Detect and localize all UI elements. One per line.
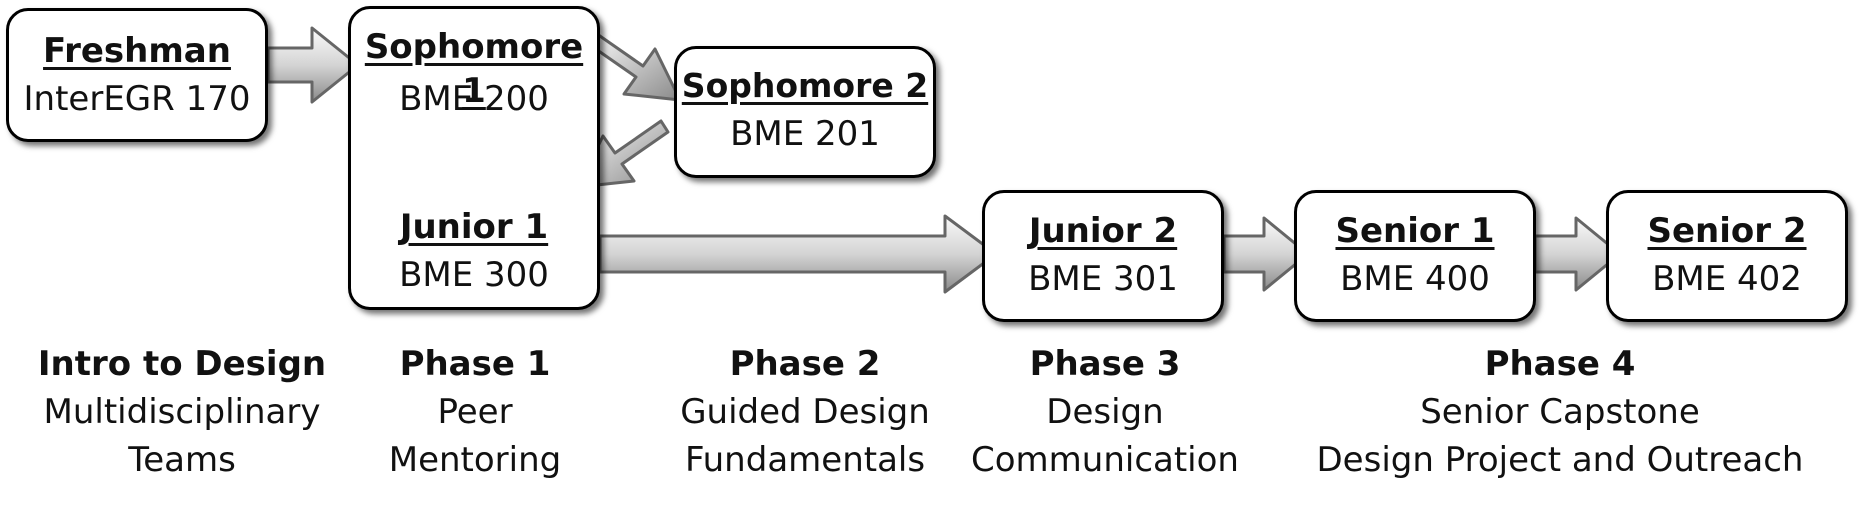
phase-heading: Intro to Design: [37, 344, 327, 384]
course-box-sophomore1-junior1: Sophomore 1 BME 200 Junior 1 BME 300: [348, 6, 600, 310]
phase-line: Design Project and Outreach: [1316, 440, 1804, 480]
course-box-sophomore2: Sophomore 2 BME 201: [674, 46, 936, 178]
phase-heading: Phase 4: [1484, 344, 1636, 384]
phase-label-2: Phase 2 Guided Design Fundamentals: [660, 340, 950, 484]
course-code: BME 402: [1652, 259, 1802, 299]
arrow-freshman-to-sophomore1: [266, 26, 360, 104]
course-title: Freshman: [43, 31, 231, 71]
phase-label-intro: Intro to Design Multidisciplinary Teams: [22, 340, 342, 484]
phase-heading: Phase 3: [1029, 344, 1181, 384]
phase-heading: Phase 2: [729, 344, 881, 384]
course-code-junior1: BME 300: [399, 255, 549, 295]
phase-line: Peer: [437, 392, 513, 432]
course-box-freshman: Freshman InterEGR 170: [6, 8, 268, 142]
course-title: Sophomore 2: [681, 66, 929, 105]
course-title-sophomore1: Sophomore 1: [364, 27, 584, 111]
phase-line: Multidisciplinary: [43, 392, 321, 432]
course-code: BME 301: [1028, 259, 1178, 299]
phase-line: Communication: [971, 440, 1239, 480]
course-title: Senior 1: [1335, 211, 1495, 251]
phase-line: Senior Capstone: [1420, 392, 1700, 432]
phase-label-1: Phase 1 Peer Mentoring: [370, 340, 580, 484]
phase-line: Teams: [128, 440, 236, 480]
phase-line: Mentoring: [388, 440, 562, 480]
phase-line: Fundamentals: [684, 440, 926, 480]
phase-line: Design: [1046, 392, 1164, 432]
course-title: Senior 2: [1647, 211, 1807, 251]
phase-label-3: Phase 3 Design Communication: [960, 340, 1250, 484]
course-code: InterEGR 170: [23, 79, 251, 119]
arrow-junior1-to-junior2: [598, 214, 998, 294]
arrow-senior1-to-senior2: [1533, 216, 1622, 292]
arrow-sophomore1-to-sophomore2: [588, 32, 682, 102]
course-box-senior1: Senior 1 BME 400: [1294, 190, 1536, 322]
phase-label-4: Phase 4 Senior Capstone Design Project a…: [1290, 340, 1830, 484]
course-title-junior1: Junior 1: [399, 207, 549, 247]
course-code: BME 400: [1340, 259, 1490, 299]
course-title: Junior 2: [1028, 211, 1178, 251]
arrow-junior2-to-senior1: [1222, 216, 1310, 292]
phase-line: Guided Design: [680, 392, 930, 432]
course-box-junior2: Junior 2 BME 301: [982, 190, 1224, 322]
phase-heading: Phase 1: [399, 344, 551, 384]
course-code-sophomore1: BME 200: [399, 79, 549, 119]
course-code: BME 201: [730, 114, 880, 154]
course-box-senior2: Senior 2 BME 402: [1606, 190, 1848, 322]
